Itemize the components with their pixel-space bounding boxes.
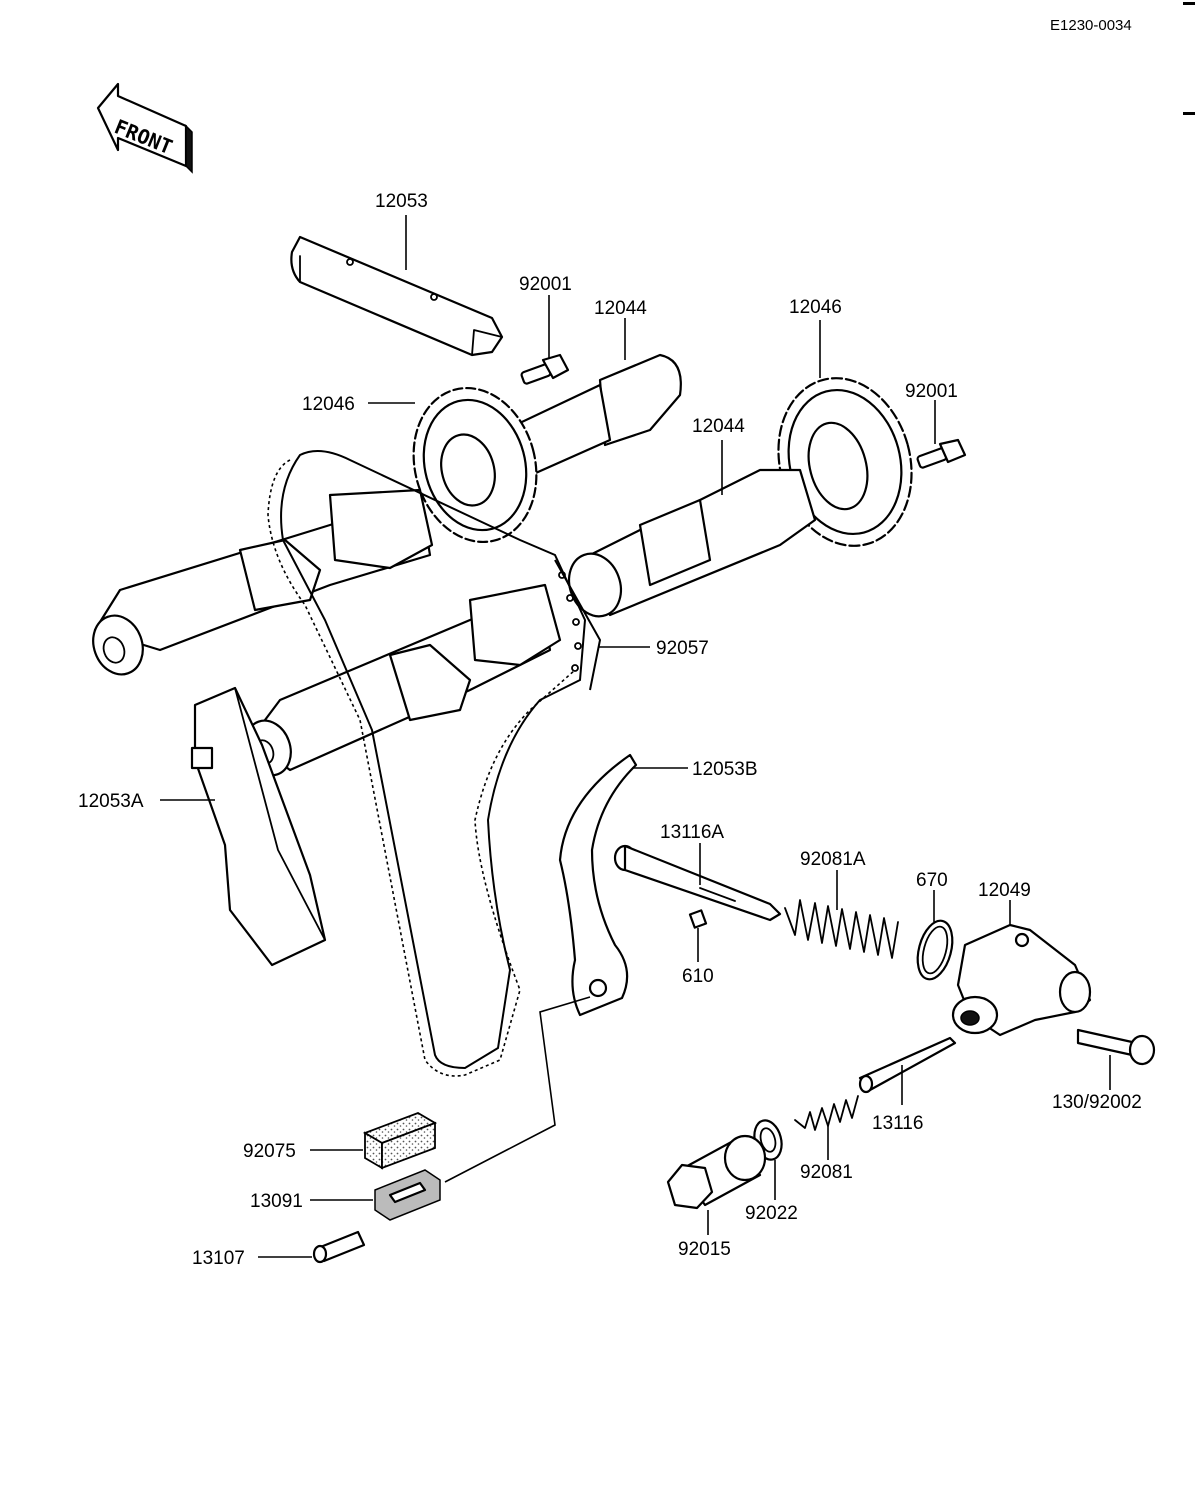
callout-92001-top: 92001 — [519, 274, 572, 295]
edge-mark-mid — [1183, 112, 1195, 115]
callout-130-92002: 130/92002 — [1052, 1092, 1142, 1113]
callout-12044-mid: 12044 — [692, 416, 745, 437]
callout-92015: 92015 — [678, 1239, 731, 1260]
o-ring-670-inner — [921, 925, 949, 975]
front-arrow-icon: FRONT — [96, 82, 193, 174]
callout-92081A: 92081A — [800, 849, 866, 870]
callout-92075: 92075 — [243, 1141, 296, 1162]
spring-92081A — [784, 899, 899, 959]
callout-13091: 13091 — [250, 1191, 303, 1212]
callout-12053: 12053 — [375, 191, 428, 212]
plunger-13116 — [858, 1036, 957, 1094]
callout-12044-top: 12044 — [594, 298, 647, 319]
camshaft-12044-middle — [567, 468, 817, 618]
rubber-pad-92075 — [362, 1112, 438, 1170]
camshaft-left-rear — [92, 488, 434, 676]
diagram-code: E1230-0034 — [1050, 17, 1132, 34]
spring-92081 — [794, 1095, 859, 1131]
callout-13116: 13116 — [872, 1113, 923, 1134]
callout-92057: 92057 — [656, 638, 709, 659]
bolt-92001-right — [916, 438, 967, 469]
tensioner-body-12049 — [951, 923, 1092, 1037]
callout-13107: 13107 — [192, 1248, 245, 1269]
callout-12046-left: 12046 — [302, 394, 355, 415]
cap-bolt-92015 — [666, 1134, 767, 1210]
edge-mark-top — [1183, 2, 1195, 5]
callout-13116A: 13116A — [660, 822, 724, 843]
cam-chain-92057 — [267, 450, 602, 1077]
callout-92022: 92022 — [745, 1203, 798, 1224]
callout-92081: 92081 — [800, 1162, 853, 1183]
callout-670: 670 — [916, 870, 948, 891]
pin-13107 — [312, 1230, 366, 1264]
o-ring-670 — [916, 919, 954, 981]
leader-pivot-13091 — [444, 996, 591, 1183]
washer-92022-inner — [759, 1127, 777, 1153]
callout-610: 610 — [682, 966, 714, 987]
push-rod-13116A — [613, 844, 782, 929]
damper-13091 — [374, 1169, 441, 1221]
callout-12053A: 12053A — [78, 791, 144, 812]
callout-12053B: 12053B — [692, 759, 758, 780]
bolt-130-92002 — [1076, 1028, 1156, 1066]
callout-92001-right: 92001 — [905, 381, 958, 402]
upper-chain-guide-12053 — [290, 235, 504, 357]
tensioner-guide-12053B — [558, 753, 638, 1017]
callout-12049: 12049 — [978, 880, 1031, 901]
camshaft-lower-front — [244, 583, 562, 777]
sprocket-12046-right — [777, 377, 913, 547]
bolt-92001-top — [520, 353, 570, 385]
callout-12046-right: 12046 — [789, 297, 842, 318]
chain-guide-12053A — [190, 686, 327, 967]
